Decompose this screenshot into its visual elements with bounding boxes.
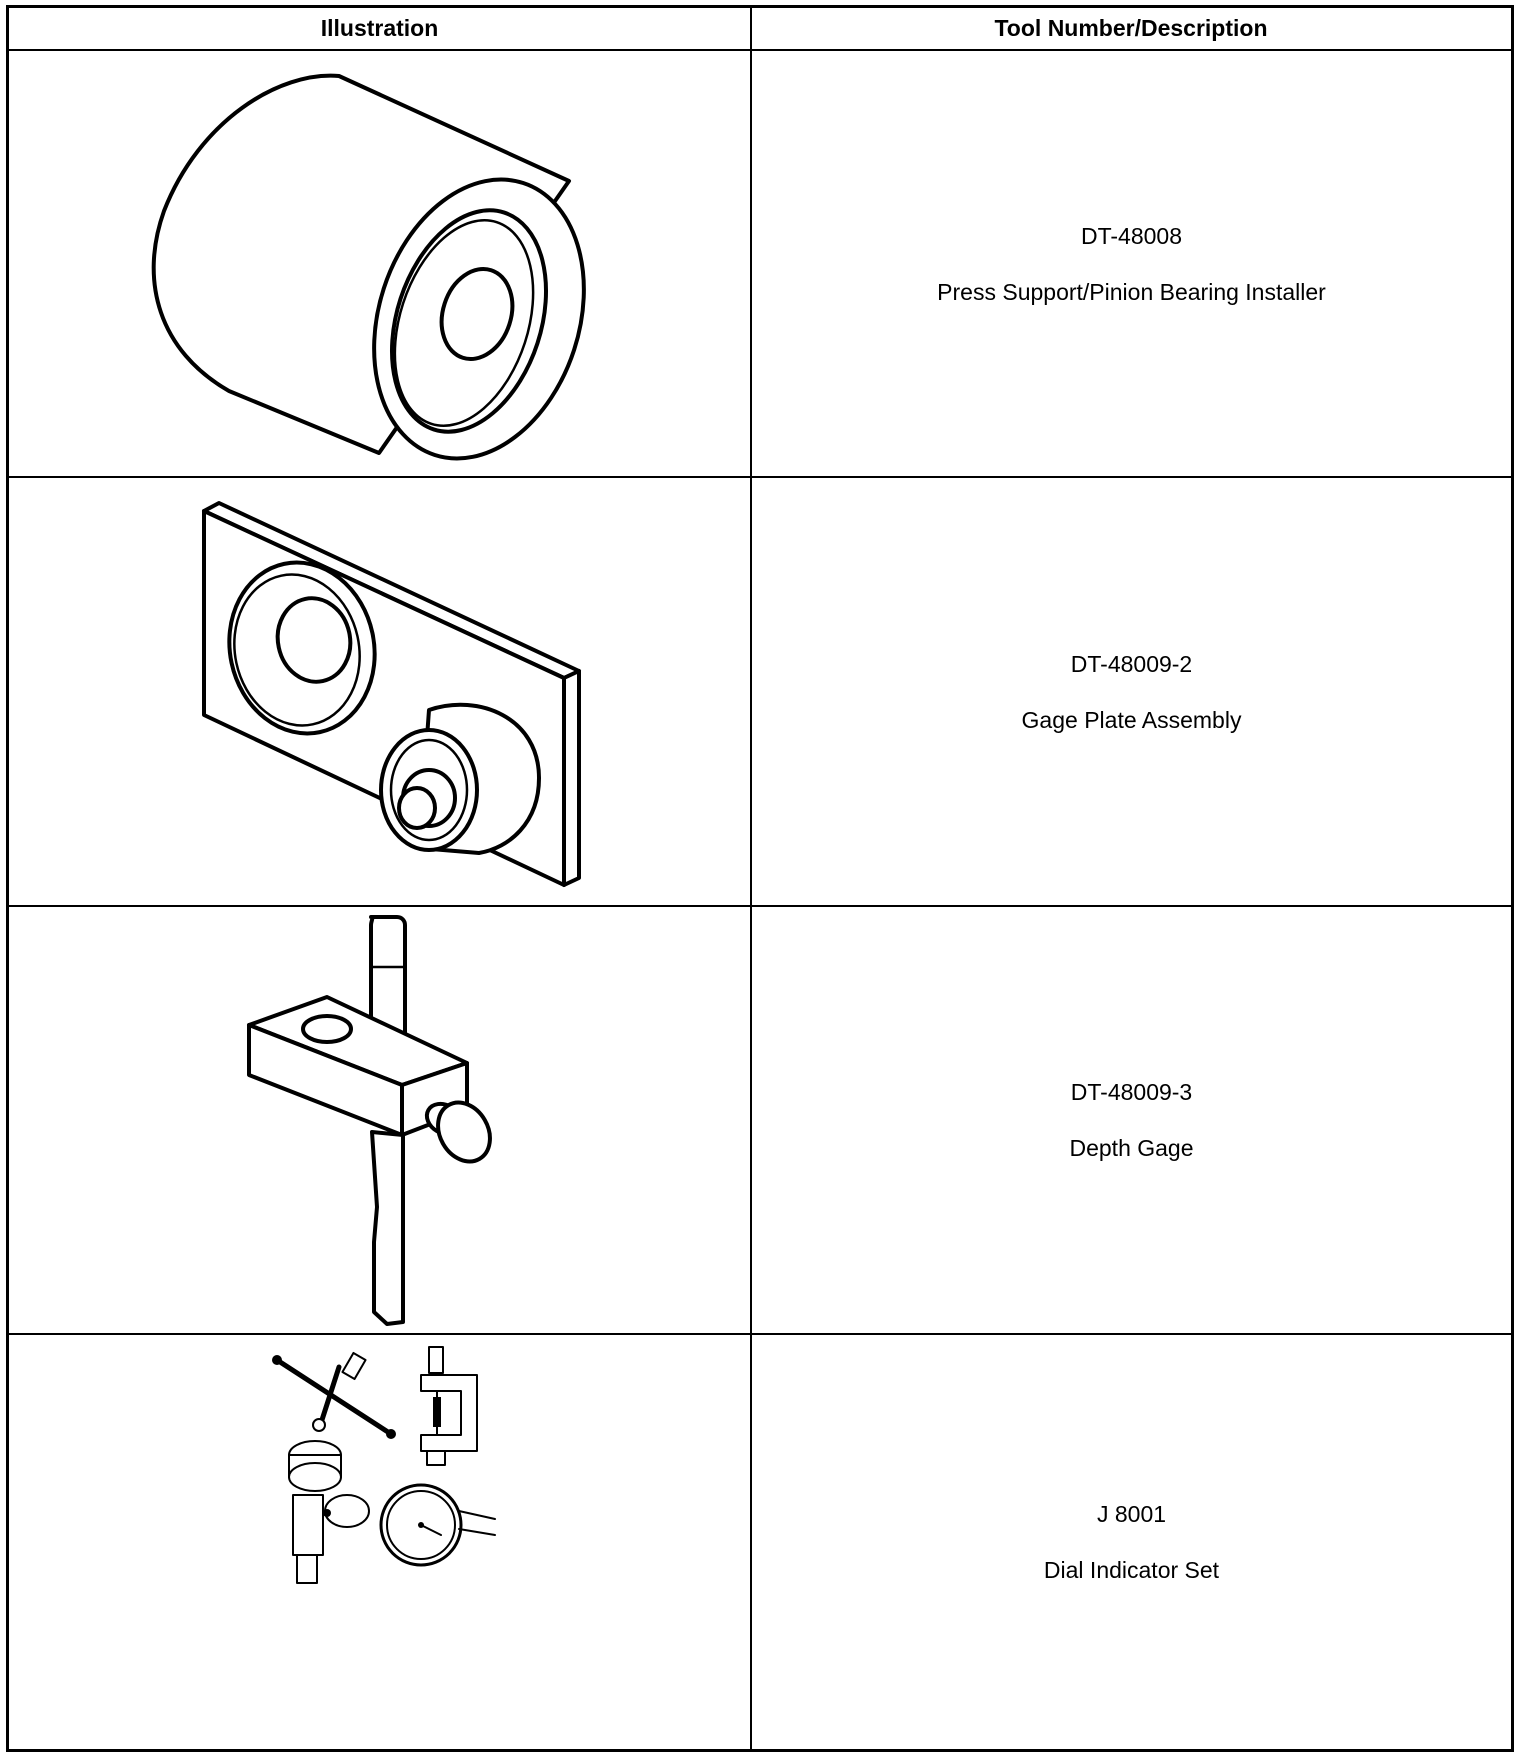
- tool-number: J 8001: [1096, 1501, 1167, 1527]
- press-support-illustration: [151, 73, 586, 461]
- tool-description: Gage Plate Assembly: [1021, 706, 1242, 733]
- tool-description-cell: DT-48009-3 Depth Gage: [752, 907, 1511, 1333]
- tool-description: Dial Indicator Set: [1043, 1557, 1220, 1583]
- illustration-cell: [9, 478, 750, 905]
- tool-description: Press Support/Pinion Bearing Installer: [937, 278, 1326, 305]
- tool-description: Depth Gage: [1069, 1135, 1194, 1161]
- header-illustration: Illustration: [320, 15, 439, 41]
- tool-number: DT-48009-2: [1070, 650, 1193, 677]
- tool-description-cell: J 8001 Dial Indicator Set: [752, 1335, 1511, 1749]
- tool-number: DT-48009-3: [1070, 1079, 1193, 1105]
- tool-description-cell: DT-48009-2 Gage Plate Assembly: [752, 478, 1511, 905]
- table-header-row: Illustration Tool Number/Description: [9, 8, 1511, 51]
- column-divider: [750, 8, 752, 1749]
- header-tool-number-description: Tool Number/Description: [994, 15, 1268, 41]
- illustration-cell: [9, 907, 750, 1333]
- table-row: DT-48009-2 Gage Plate Assembly: [9, 478, 1511, 907]
- table-row: DT-48008 Press Support/Pinion Bearing In…: [9, 51, 1511, 478]
- dial-indicator-set-illustration: [272, 1346, 496, 1584]
- gage-plate-illustration: [202, 501, 581, 887]
- table-row: J 8001 Dial Indicator Set: [9, 1335, 1511, 1749]
- tool-description-cell: DT-48008 Press Support/Pinion Bearing In…: [752, 51, 1511, 476]
- illustration-cell: [9, 1335, 750, 1749]
- tool-number: DT-48008: [1080, 222, 1182, 249]
- depth-gage-illustration: [247, 915, 492, 1326]
- tool-table: Illustration Tool Number/Description DT-…: [6, 5, 1514, 1752]
- table-row: DT-48009-3 Depth Gage: [9, 907, 1511, 1335]
- illustration-cell: [9, 51, 750, 476]
